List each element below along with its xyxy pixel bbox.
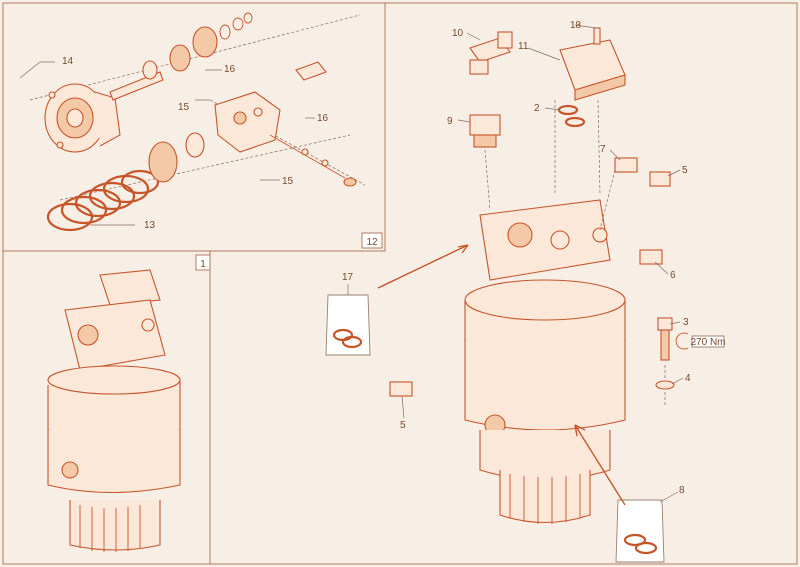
- callout-17: 17: [342, 272, 354, 283]
- callout-15-bottom: 15: [282, 176, 294, 187]
- callout-10: 10: [452, 28, 464, 39]
- callout-4: 4: [685, 373, 691, 384]
- callout-15-top: 15: [178, 102, 190, 113]
- callout-13: 13: [144, 220, 156, 231]
- main-swing-motor: [464, 199, 626, 524]
- part-2-o-rings: [557, 104, 586, 128]
- torque-box: [691, 335, 725, 348]
- thrust-washer: [185, 132, 205, 158]
- sun-gear: [192, 26, 218, 58]
- seal-ring-stack: [46, 169, 160, 232]
- exploded-view: [19, 12, 366, 232]
- callout-3: 3: [683, 317, 689, 328]
- panel-main-view-frame: [210, 2, 798, 565]
- callout-18: 18: [570, 20, 582, 31]
- callout-9: 9: [447, 116, 453, 127]
- part-5-plug-bottom: [389, 381, 413, 397]
- main-valve-block: [479, 199, 611, 281]
- main-lower-housing: [464, 340, 626, 431]
- part-4-washer: [655, 380, 675, 390]
- assembled-lower-housing: [47, 430, 181, 494]
- assembled-valve-block: [64, 299, 166, 371]
- torque-value: 270 Nm: [690, 337, 725, 348]
- part-5-plug-top: [649, 171, 671, 187]
- ring-gear-small: [142, 60, 158, 80]
- assembled-valve-cap: [99, 269, 161, 306]
- torque-wrench-icon: [675, 332, 689, 350]
- callout-11: 11: [518, 41, 529, 52]
- callout-5-left: 5: [400, 420, 406, 431]
- arrow-to-housing: [574, 424, 626, 506]
- planet-gear: [169, 44, 191, 72]
- part-18-bolt: [593, 27, 601, 45]
- callout-14: 14: [62, 56, 74, 67]
- panel-assembled-view-frame: [2, 250, 211, 565]
- box-1-label: 1: [200, 259, 206, 270]
- callout-2: 2: [534, 103, 540, 114]
- part-6-plug: [639, 249, 663, 265]
- box-1: [195, 254, 211, 271]
- part-11-cover-plate: [559, 39, 626, 101]
- callout-7: 7: [600, 144, 606, 155]
- part-8-seal-kit-bag: [615, 499, 665, 563]
- callout-8: 8: [679, 485, 685, 496]
- callout-5-right: 5: [682, 165, 688, 176]
- part-7-plug: [614, 157, 638, 173]
- assembled-pinion: [69, 500, 161, 551]
- part-17-seal-kit-bag: [325, 294, 371, 356]
- part-10-tee-fitting: [469, 31, 513, 75]
- box-12: [361, 232, 383, 249]
- brake-disc: [148, 141, 178, 183]
- arrow-to-valve: [377, 244, 469, 289]
- part-9-adapter: [469, 114, 501, 148]
- part-3-cap-screw: [657, 317, 673, 361]
- box-12-label: 12: [366, 237, 378, 248]
- callout-6: 6: [670, 270, 676, 281]
- assembled-swing-motor: [47, 269, 181, 552]
- callout-16-bottom: 16: [317, 113, 329, 124]
- brake-housing: [44, 83, 121, 153]
- main-pinion: [499, 470, 591, 524]
- callout-16-top: 16: [224, 64, 236, 75]
- valve-block: [214, 61, 327, 153]
